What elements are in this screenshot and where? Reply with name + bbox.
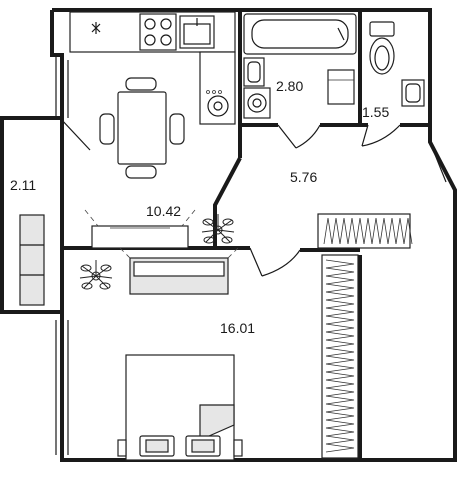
hanger-mark <box>325 315 355 325</box>
hanger-mark <box>339 217 349 245</box>
bedroom-wardrobe-icon <box>321 254 359 459</box>
hanger-mark <box>347 217 357 245</box>
hanger-mark <box>325 323 355 333</box>
hanger-mark <box>325 267 355 277</box>
sink-icon <box>179 15 215 49</box>
bedroom-dresser <box>119 247 239 295</box>
washing-machine-icon <box>243 87 271 119</box>
balcony <box>0 116 91 314</box>
kitchen-area-label: 10.42 <box>146 203 181 219</box>
hanger-mark <box>325 435 355 445</box>
balcony-bench <box>19 214 45 306</box>
dishwasher-icon <box>206 90 229 117</box>
hallway-area-label: 5.76 <box>290 169 317 185</box>
hanger-mark <box>325 291 355 301</box>
bathroom-sink-icon <box>243 57 265 87</box>
stove-icon <box>139 13 177 51</box>
hanger-mark <box>325 443 355 453</box>
hanger-mark <box>403 217 413 245</box>
bath-walls <box>238 10 430 127</box>
hallway-wardrobe-icon <box>317 213 413 249</box>
hanger-mark <box>363 217 373 245</box>
hanger-mark <box>325 403 355 413</box>
hanger-mark <box>325 339 355 349</box>
hanger-mark <box>379 217 389 245</box>
kitchen-sofa <box>84 209 196 249</box>
plant-icon <box>201 214 235 244</box>
hanger-mark <box>325 427 355 437</box>
bathroom-area-label: 2.80 <box>276 78 303 94</box>
hanger-mark <box>325 283 355 293</box>
hanger-mark <box>325 331 355 341</box>
balcony-area-label: 2.11 <box>10 177 36 193</box>
hanger-mark <box>395 217 405 245</box>
hanger-mark <box>331 217 341 245</box>
hanger-mark <box>325 395 355 405</box>
hanger-mark <box>325 379 355 389</box>
plant-icon <box>79 260 113 290</box>
hanger-mark <box>325 275 355 285</box>
hanger-mark <box>325 387 355 397</box>
bed-icon <box>117 354 243 461</box>
toilet-area-label: 1.55 <box>362 104 389 120</box>
hanger-mark <box>325 299 355 309</box>
hanger-mark <box>325 355 355 365</box>
hanger-mark <box>325 411 355 421</box>
toilet-sink-icon <box>401 79 425 107</box>
bathtub-icon <box>243 13 357 55</box>
toilet-icon <box>369 21 395 75</box>
hanger-mark <box>325 419 355 429</box>
hanger-mark <box>325 363 355 373</box>
hanger-mark <box>325 307 355 317</box>
left-windows <box>55 55 69 455</box>
kitchen-counter <box>69 11 236 125</box>
doors-wet <box>277 124 401 149</box>
bathroom-shelf <box>327 69 355 105</box>
hanger-mark <box>323 217 333 245</box>
hanger-mark <box>325 347 355 357</box>
hanger-mark <box>371 217 381 245</box>
dining-table-icon <box>99 77 185 179</box>
hanger-mark <box>387 217 397 245</box>
hanger-mark <box>325 259 355 269</box>
bedroom-area-label: 16.01 <box>220 320 255 336</box>
hanger-mark <box>355 217 365 245</box>
star-marker-icon <box>91 22 101 34</box>
hanger-mark <box>325 371 355 381</box>
